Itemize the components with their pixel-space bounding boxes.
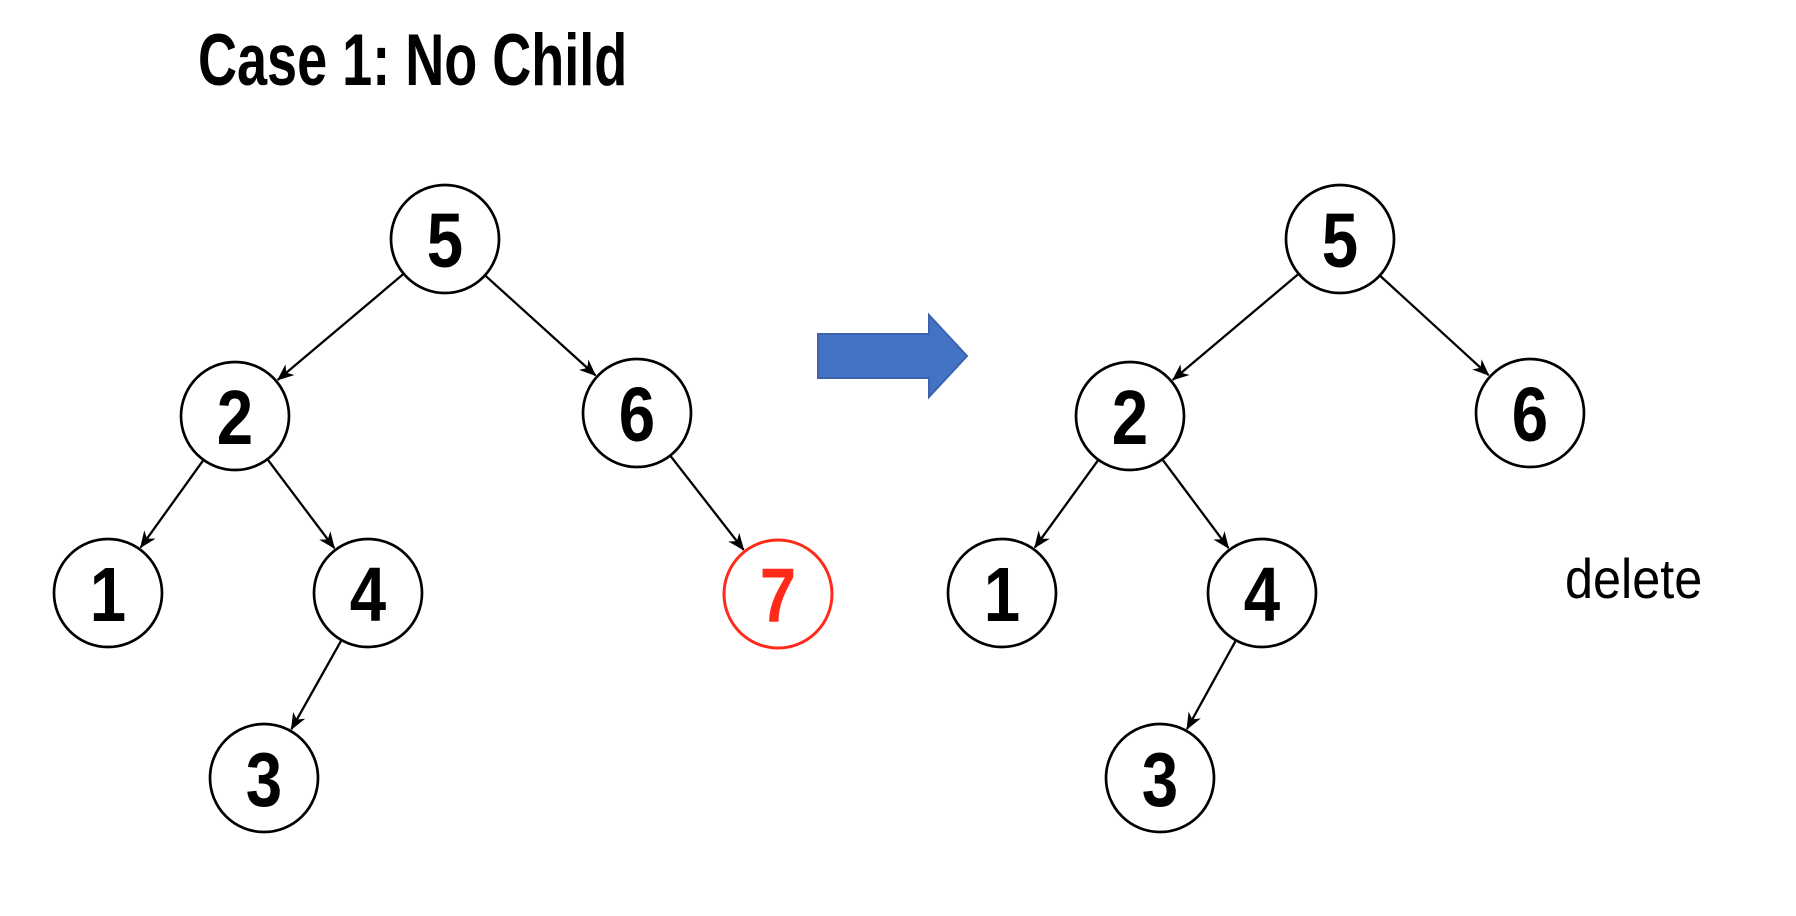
edge-before-4-3 [290, 639, 343, 731]
node-circle [946, 537, 1058, 649]
node-after-3: 3 [1104, 722, 1216, 834]
node-circle [1474, 357, 1586, 469]
node-circle [1104, 722, 1216, 834]
edge-after-2-1 [1033, 459, 1100, 549]
node-before-1: 1 [52, 537, 164, 649]
edge-after-5-6 [1379, 274, 1490, 377]
node-after-1: 1 [946, 537, 1058, 649]
node-value: 6 [1512, 372, 1548, 458]
node-before-4: 4 [312, 537, 424, 649]
node-circle [179, 360, 291, 472]
node-value: 4 [350, 552, 387, 638]
node-before-3: 3 [208, 722, 320, 834]
node-circle [581, 357, 693, 469]
node-value: 5 [427, 198, 463, 284]
node-after-6: 6 [1474, 357, 1586, 469]
tree-before: 5 2 6 1 4 3 7 [52, 183, 834, 834]
node-circle [312, 537, 424, 649]
edge-before-6-7 [669, 454, 745, 551]
node-circle [52, 537, 164, 649]
node-value: 7 [760, 553, 796, 639]
node-circle [722, 538, 834, 650]
node-circle [389, 183, 501, 295]
edge-after-4-3 [1185, 639, 1237, 730]
node-after-5: 5 [1284, 183, 1396, 295]
edge-after-2-4 [1161, 458, 1230, 549]
edge-after-5-2 [1172, 272, 1300, 381]
node-before-6: 6 [581, 357, 693, 469]
delete-label: delete [1565, 547, 1703, 610]
node-circle [1284, 183, 1396, 295]
node-value: 4 [1244, 552, 1281, 638]
node-after-2: 2 [1074, 360, 1186, 472]
page-title: Case 1: No Child [198, 20, 628, 101]
node-circle [1074, 360, 1186, 472]
node-value: 2 [1112, 375, 1148, 461]
node-value: 3 [1142, 737, 1178, 823]
edge-before-5-2 [277, 272, 405, 381]
transform-arrow-icon [817, 312, 969, 400]
node-circle [1206, 537, 1318, 649]
node-value: 6 [619, 372, 655, 458]
tree-after: 5 2 6 1 4 3 [946, 183, 1586, 834]
node-value: 2 [217, 375, 253, 461]
node-value: 5 [1322, 198, 1358, 284]
node-value: 1 [90, 552, 126, 638]
node-circle [208, 722, 320, 834]
node-value: 3 [246, 737, 282, 823]
node-before-7: 7 [722, 538, 834, 650]
edge-before-5-6 [484, 274, 597, 377]
node-before-5: 5 [389, 183, 501, 295]
node-after-4: 4 [1206, 537, 1318, 649]
edge-before-2-1 [139, 459, 205, 549]
node-value: 1 [984, 552, 1020, 638]
edge-before-2-4 [266, 458, 336, 549]
node-before-2: 2 [179, 360, 291, 472]
